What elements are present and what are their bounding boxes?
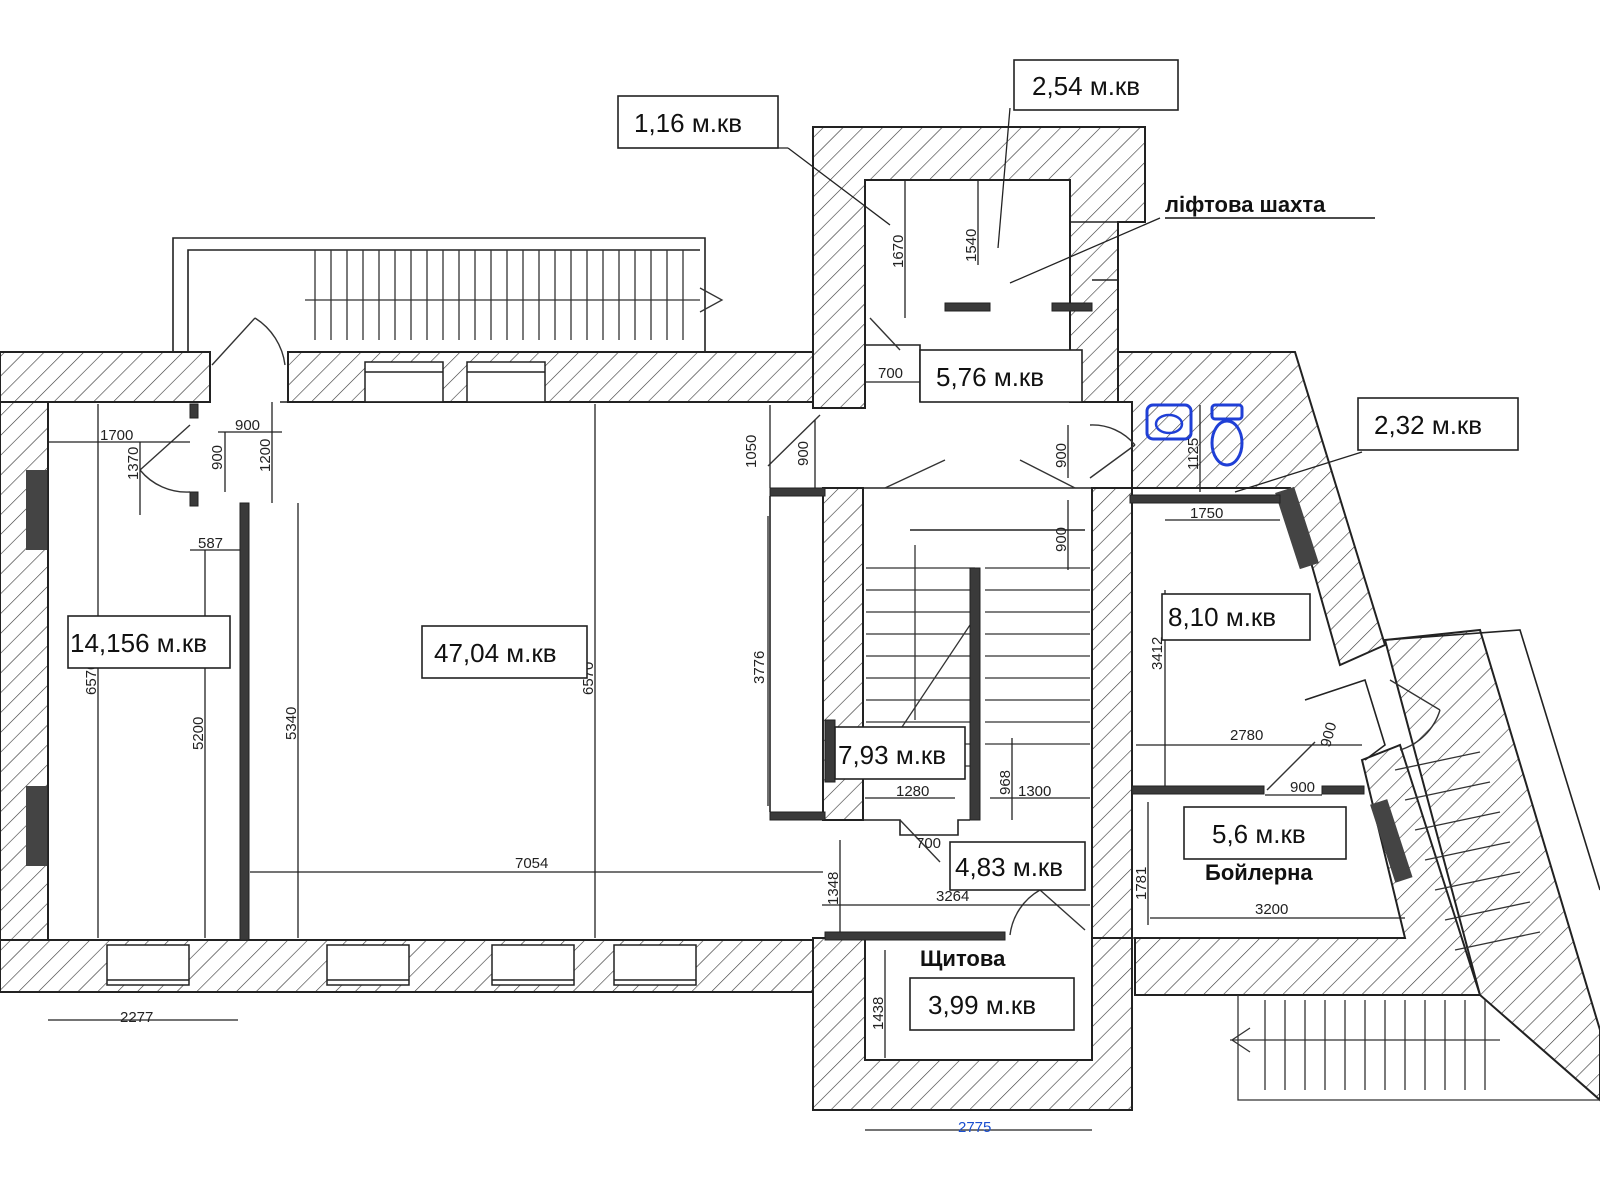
dim-1280: 1280 xyxy=(896,783,929,800)
dim-900-top: 900 xyxy=(235,417,260,434)
area-4-83: 4,83 м.кв xyxy=(955,852,1063,882)
label-panel-room: Щитова xyxy=(920,946,1006,971)
area-7-93: 7,93 м.кв xyxy=(838,740,946,770)
stair-right xyxy=(1230,629,1600,1101)
dim-587: 587 xyxy=(198,535,223,552)
toilet-icon xyxy=(1210,403,1244,467)
wall-right-lower xyxy=(1134,743,1482,996)
windows xyxy=(26,361,1413,986)
dim-900-left: 900 xyxy=(209,445,226,470)
wall-stair-right xyxy=(1091,487,1133,939)
dim-7054: 7054 xyxy=(515,855,548,872)
dim-1670: 1670 xyxy=(890,235,907,268)
dim-900-boiler: 900 xyxy=(1290,779,1315,796)
dim-1348: 1348 xyxy=(825,872,842,905)
dim-6570-left: 6570 xyxy=(83,662,100,695)
wall-top-left xyxy=(0,351,211,403)
partitions xyxy=(189,302,1365,941)
area-8-10: 8,10 м.кв xyxy=(1168,602,1276,632)
stair-top-left xyxy=(172,237,724,352)
stair-central xyxy=(866,529,1090,821)
dim-900-corridor: 900 xyxy=(795,441,812,466)
area-2-32: 2,32 м.кв xyxy=(1374,410,1482,440)
area-5-76: 5,76 м.кв xyxy=(936,362,1044,392)
dim-900-door-b: 900 xyxy=(1053,527,1070,552)
dim-3264: 3264 xyxy=(936,888,969,905)
dim-900-diag: 900 xyxy=(1317,720,1340,749)
label-lift-shaft: ліфтова шахта xyxy=(1165,192,1326,217)
sink-icon xyxy=(1145,403,1193,441)
dim-1370: 1370 xyxy=(125,447,142,480)
dim-1438: 1438 xyxy=(870,997,887,1030)
dim-3776: 3776 xyxy=(751,651,768,684)
dim-5340: 5340 xyxy=(283,707,300,740)
dim-3200: 3200 xyxy=(1255,901,1288,918)
dim-900-door-a: 900 xyxy=(1053,443,1070,468)
wall-panel-room xyxy=(812,937,1133,1111)
room-titles: ліфтова шахта Бойлерна Щитова xyxy=(920,192,1375,971)
area-47-04: 47,04 м.кв xyxy=(434,638,557,668)
dim-1050: 1050 xyxy=(743,435,760,468)
doors xyxy=(139,317,1441,936)
dimension-texts: 1670 1540 700 900 1700 1370 900 1200 587… xyxy=(83,229,1340,1136)
area-14-156: 14,156 м.кв xyxy=(70,628,207,658)
dim-2277: 2277 xyxy=(120,1009,153,1026)
wall-left xyxy=(0,351,49,993)
wall-right-upper xyxy=(1117,351,1387,667)
wall-right-stair xyxy=(1383,628,1600,1102)
dim-2780: 2780 xyxy=(1230,727,1263,744)
area-3-99: 3,99 м.кв xyxy=(928,990,1036,1020)
area-2-54: 2,54 м.кв xyxy=(1032,71,1140,101)
dim-5200: 5200 xyxy=(190,717,207,750)
dim-1540: 1540 xyxy=(963,229,980,262)
dim-700-stair: 700 xyxy=(916,835,941,852)
label-boiler-room: Бойлерна xyxy=(1205,860,1313,885)
dim-1750: 1750 xyxy=(1190,505,1223,522)
dim-1781: 1781 xyxy=(1133,867,1150,900)
dim-1200: 1200 xyxy=(257,439,274,472)
dim-2775: 2775 xyxy=(958,1119,991,1136)
dim-968: 968 xyxy=(997,770,1014,795)
dim-1300: 1300 xyxy=(1018,783,1051,800)
dim-1700: 1700 xyxy=(100,427,133,444)
dim-700-lift: 700 xyxy=(878,365,903,382)
room-outlines xyxy=(47,221,1400,941)
area-5-6: 5,6 м.кв xyxy=(1212,819,1306,849)
area-1-16: 1,16 м.кв xyxy=(634,108,742,138)
dim-1125: 1125 xyxy=(1185,438,1202,470)
dimension-lines xyxy=(48,107,1405,1131)
dim-3412: 3412 xyxy=(1149,637,1166,670)
area-labels: 1,16 м.кв 2,54 м.кв 5,76 м.кв 2,32 м.кв … xyxy=(67,59,1519,1031)
